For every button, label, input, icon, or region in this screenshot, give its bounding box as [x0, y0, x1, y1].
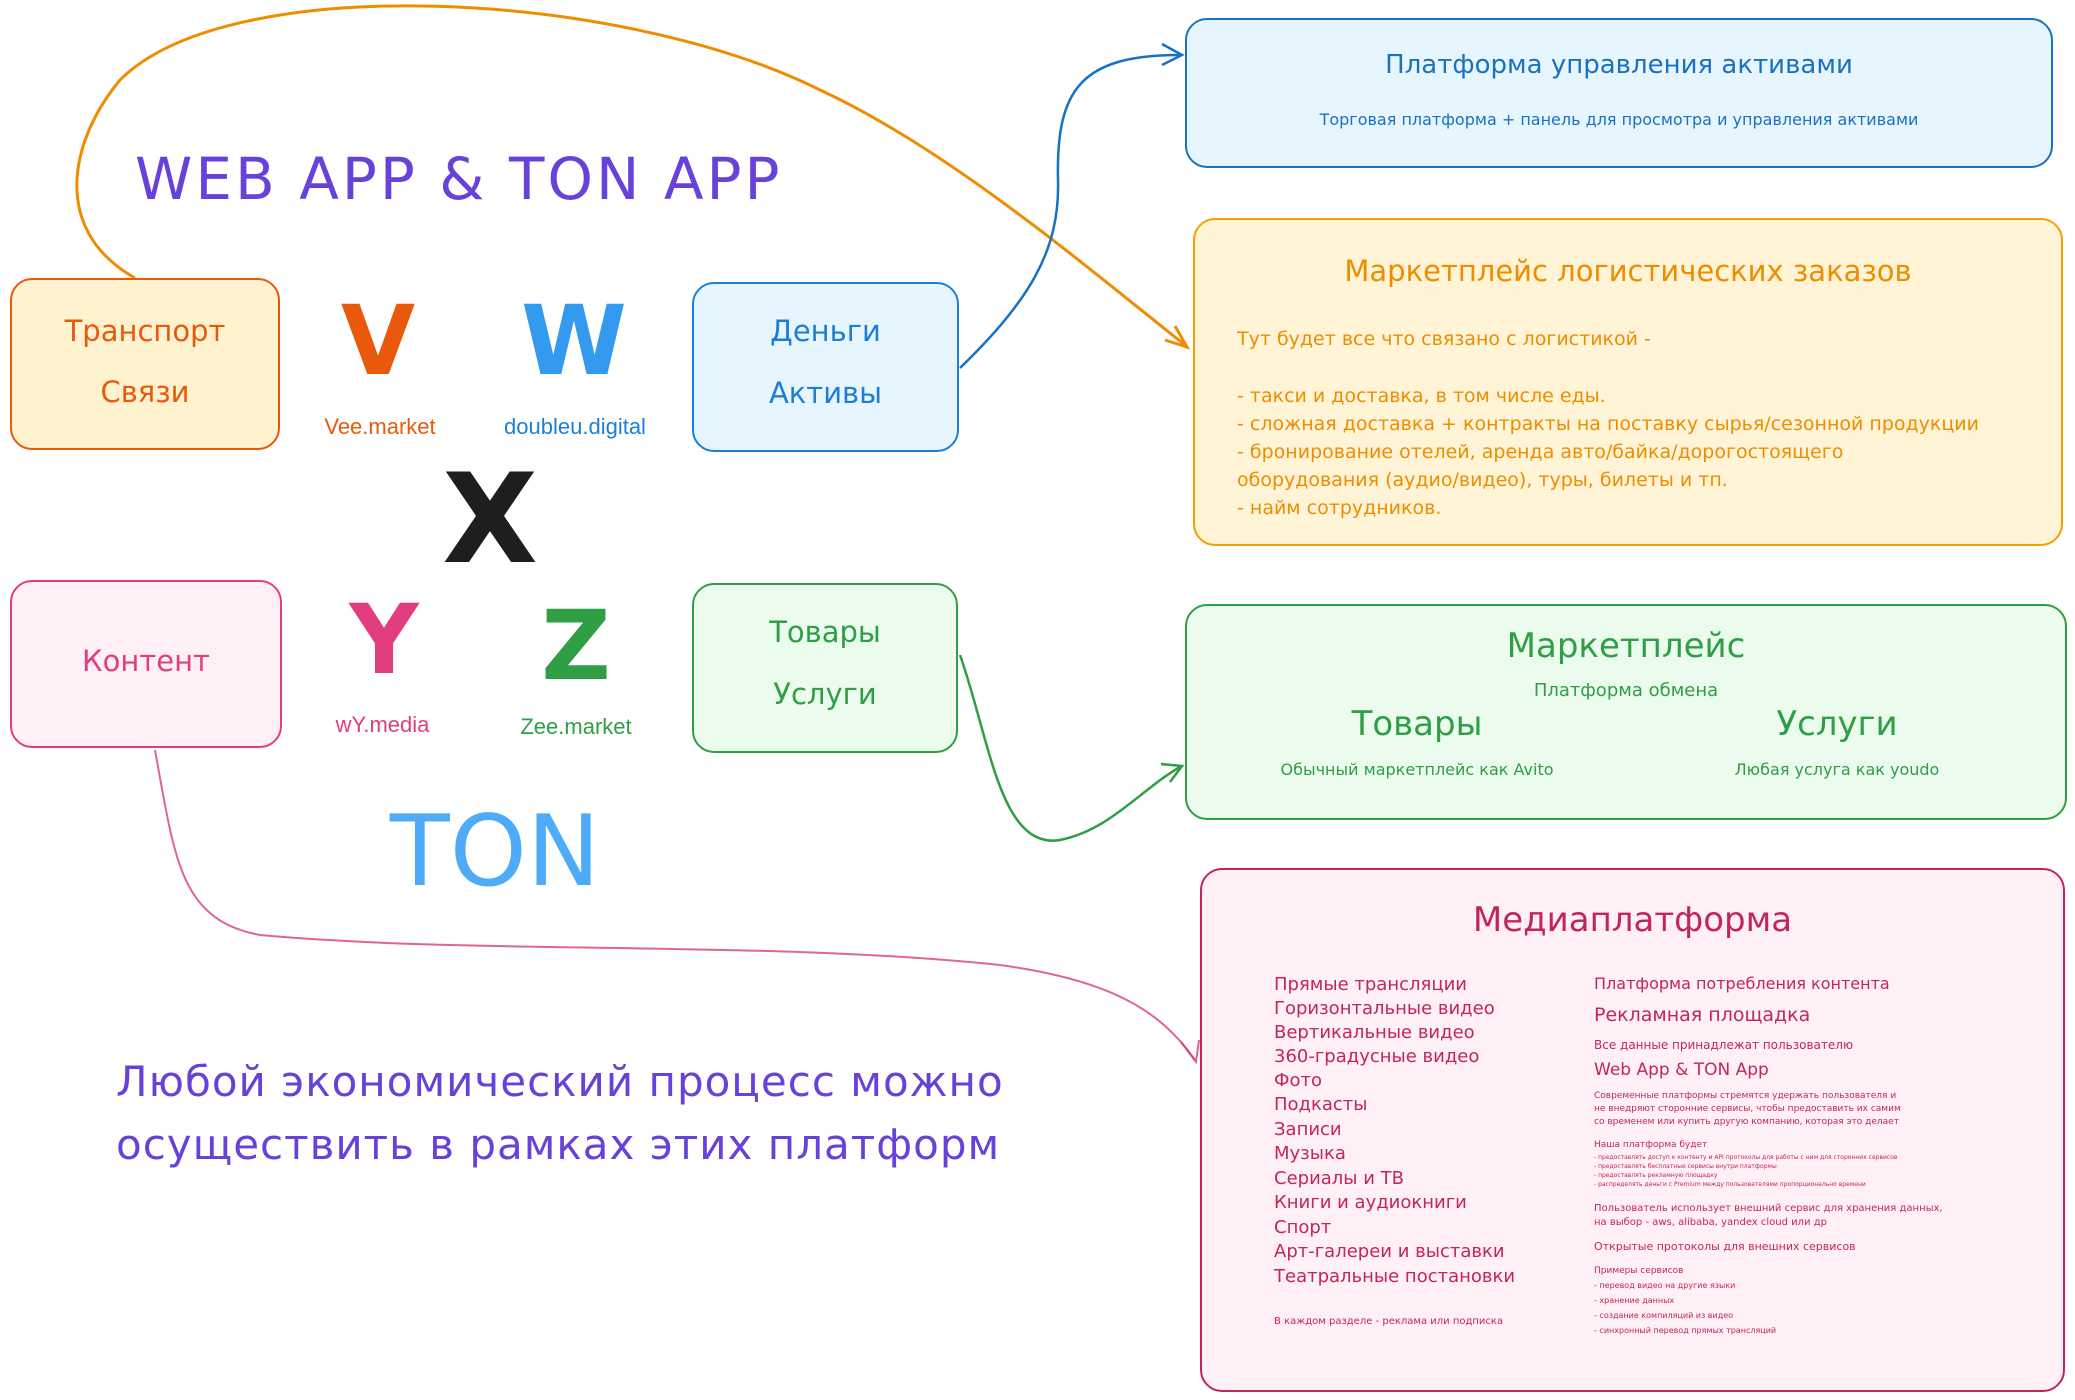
media-example-4: - синхронный перевод прямых трансляций	[1594, 1326, 1777, 1335]
media-apps: Web App & TON App	[1594, 1060, 1769, 1080]
media-examples-title: Примеры сервисов	[1594, 1266, 1684, 1276]
assets-platform-panel[interactable]: Платформа управления активами Торговая п…	[1185, 18, 2053, 168]
logistics-item-1: - такси и доставка, в том числе еды.	[1237, 385, 1606, 407]
zee-market-label: Zee.market	[520, 714, 632, 739]
money-line1: Деньги	[770, 314, 881, 348]
media-modern-3: со временем или купить другую компанию, …	[1594, 1117, 1899, 1127]
media-category-11: Спорт	[1274, 1217, 1332, 1238]
goods-block[interactable]: Товары Услуги	[692, 583, 958, 753]
media-ours-item-2: - предоставлять бесплатные сервисы внутр…	[1594, 1163, 1777, 1170]
w-logo-icon: W	[521, 285, 627, 397]
media-ours-item-1: - предоставлять доступ к контенту и API …	[1594, 1154, 1898, 1161]
logistics-item-2: - сложная доставка + контракты на постав…	[1237, 413, 1979, 435]
media-ours-item-4: - распределять деньги с Premium между по…	[1594, 1181, 1866, 1188]
media-ours-item-3: - предоставлять рекламную площадку	[1594, 1172, 1718, 1179]
transport-block[interactable]: Транспорт Связи	[10, 278, 280, 450]
y-logo-icon: Y	[349, 584, 419, 696]
marketplace-goods-desc: Обычный маркетплейс как Avito	[1280, 760, 1554, 779]
wy-media-label: wY.media	[335, 712, 430, 737]
media-storage-2: на выбор - aws, alibaba, yandex cloud ил…	[1594, 1217, 1827, 1228]
arrow-goods-to-marketplace	[958, 654, 1181, 842]
marketplace-subtitle: Платформа обмена	[1533, 680, 1719, 701]
media-modern-2: не внедряют сторонние сервисы, чтобы пре…	[1594, 1104, 1901, 1114]
arrow-content-to-media	[154, 749, 1196, 1061]
media-category-10: Книги и аудиокниги	[1274, 1192, 1467, 1213]
tagline-line2: осуществить в рамках этих платформ	[116, 1120, 1001, 1169]
logistics-title: Маркетплейс логистических заказов	[1344, 254, 1912, 288]
assets-platform-title: Платформа управления активами	[1385, 50, 1853, 80]
media-category-8: Музыка	[1274, 1143, 1346, 1164]
media-data-owner: Все данные принадлежат пользователю	[1594, 1038, 1854, 1052]
marketplace-title: Маркетплейс	[1506, 626, 1746, 666]
logistics-intro: Тут будет все что связано с логистикой -	[1237, 328, 1651, 350]
goods-line2: Услуги	[773, 677, 877, 711]
x-logo-icon: X	[442, 448, 538, 592]
marketplace-goods-title: Товары	[1351, 704, 1483, 744]
media-example-1: - перевод видео на другие языки	[1594, 1281, 1736, 1290]
arrow-transport-to-logistics	[75, 4, 1186, 347]
media-category-4: 360-градусные видео	[1274, 1046, 1480, 1067]
z-logo-icon: Z	[541, 590, 611, 702]
logistics-item-3: - бронирование отелей, аренда авто/байка…	[1237, 441, 1844, 463]
transport-line2: Связи	[100, 375, 190, 409]
logistics-item-4: оборудования (аудио/видео), туры, билеты…	[1237, 469, 1728, 491]
media-category-3: Вертикальные видео	[1274, 1022, 1475, 1043]
media-example-2: - хранение данных	[1594, 1296, 1675, 1305]
v-logo-icon: V	[340, 285, 416, 397]
logistics-item-5: - найм сотрудников.	[1237, 497, 1442, 519]
media-ad-title: Рекламная площадка	[1594, 1004, 1811, 1026]
media-footnote: В каждом разделе - реклама или подписка	[1274, 1316, 1504, 1327]
arrow-money-to-assets	[959, 53, 1181, 369]
page-title: WEB APP & TON APP	[135, 145, 783, 213]
media-category-13: Театральные постановки	[1274, 1266, 1516, 1287]
money-line2: Активы	[768, 376, 883, 410]
ton-label: TON	[389, 795, 601, 909]
media-panel[interactable]: Медиаплатформа Прямые трансляции Горизон…	[1200, 868, 2065, 1392]
media-category-2: Горизонтальные видео	[1274, 998, 1495, 1019]
logistics-panel[interactable]: Маркетплейс логистических заказов Тут бу…	[1193, 218, 2063, 546]
vee-market-label: Vee.market	[324, 414, 436, 439]
media-category-6: Подкасты	[1274, 1094, 1368, 1115]
doubleu-digital-label: doubleu.digital	[504, 414, 646, 439]
tagline-line1: Любой экономический процесс можно	[116, 1057, 1004, 1106]
content-block[interactable]: Контент	[10, 580, 282, 748]
media-category-12: Арт-галереи и выставки	[1274, 1241, 1505, 1262]
media-consumption-label: Платформа потребления контента	[1594, 974, 1890, 993]
money-block[interactable]: Деньги Активы	[692, 282, 959, 452]
content-label: Контент	[82, 644, 210, 678]
marketplace-services-title: Услуги	[1776, 704, 1898, 744]
media-modern-1: Современные платформы стремятся удержать…	[1594, 1091, 1897, 1101]
transport-line1: Транспорт	[64, 314, 226, 348]
media-title: Медиаплатформа	[1472, 900, 1793, 940]
media-category-7: Записи	[1274, 1119, 1342, 1140]
marketplace-services-desc: Любая услуга как youdo	[1734, 760, 1940, 779]
media-category-9: Сериалы и ТВ	[1274, 1168, 1404, 1189]
media-ours-title: Наша платформа будет	[1594, 1140, 1708, 1150]
media-example-3: - создание компиляций из видео	[1594, 1311, 1734, 1320]
goods-line1: Товары	[769, 615, 881, 649]
marketplace-panel[interactable]: Маркетплейс Платформа обмена Товары Обыч…	[1185, 604, 2067, 820]
media-category-1: Прямые трансляции	[1274, 974, 1467, 995]
assets-platform-subtitle: Торговая платформа + панель для просмотр…	[1319, 110, 1919, 129]
media-open-protocols: Открытые протоколы для внешних сервисов	[1594, 1240, 1856, 1253]
media-storage-1: Пользователь использует внешний сервис д…	[1594, 1203, 1943, 1214]
media-category-5: Фото	[1274, 1070, 1323, 1091]
